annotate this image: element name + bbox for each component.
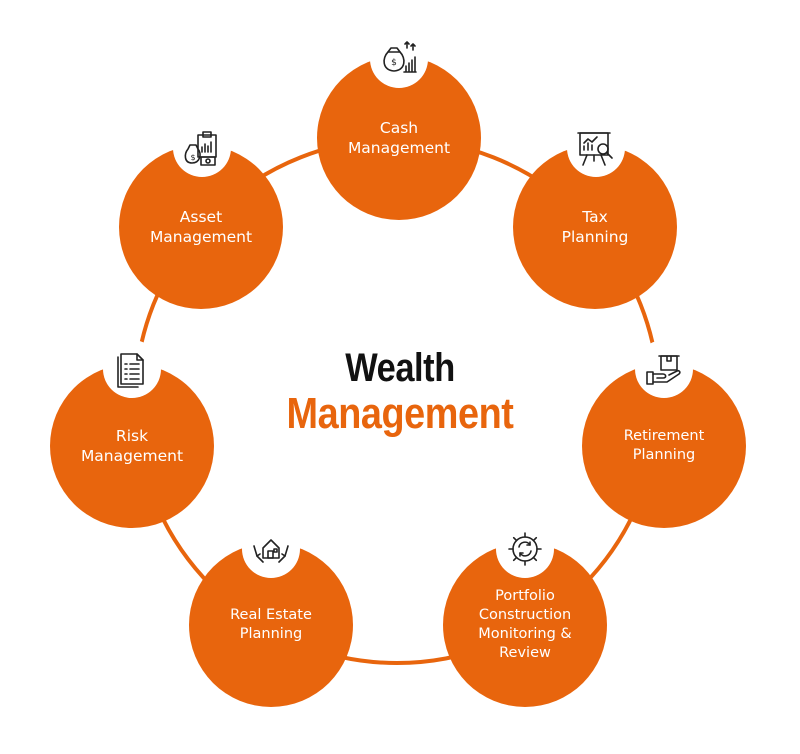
money-bag-growth-icon: $ — [370, 30, 428, 88]
hands-house-icon — [242, 520, 300, 578]
svg-text:$: $ — [190, 153, 195, 162]
node-label: Cash Management — [347, 119, 451, 157]
node-label: Real Estate Planning — [230, 607, 312, 642]
gear-refresh-icon — [496, 520, 554, 578]
title-management: Management — [286, 389, 514, 438]
node-label: Asset Management — [149, 208, 253, 246]
center-title: Wealth Management — [262, 346, 537, 438]
title-wealth: Wealth — [345, 346, 455, 390]
money-clipboard-icon: $ — [173, 119, 231, 177]
hand-holding-box-icon — [635, 340, 693, 398]
node-label: Retirement Planning — [623, 428, 705, 463]
document-list-icon — [103, 340, 161, 398]
node-label: Portfolio Construction Monitoring & Revi… — [478, 588, 572, 661]
node-label: Risk Management — [80, 427, 184, 465]
node-label: Tax Planning — [561, 208, 629, 246]
svg-text:$: $ — [391, 58, 397, 68]
presentation-analytics-icon — [567, 119, 625, 177]
